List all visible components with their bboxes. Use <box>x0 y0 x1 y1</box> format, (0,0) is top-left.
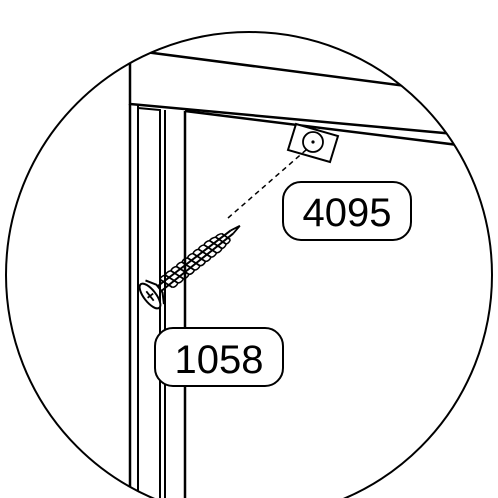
part-number-label: 1058 <box>175 338 264 382</box>
cam-fitting <box>286 122 340 164</box>
screw <box>138 225 241 310</box>
right-bracket <box>485 429 492 498</box>
detail-view-content: 4095 1058 <box>128 48 492 498</box>
callout-4095: 4095 <box>282 181 412 241</box>
detail-circle-frame <box>5 31 493 498</box>
top-rail <box>128 48 492 152</box>
part-number-label: 4095 <box>303 191 392 235</box>
callout-1058: 1058 <box>154 327 284 387</box>
